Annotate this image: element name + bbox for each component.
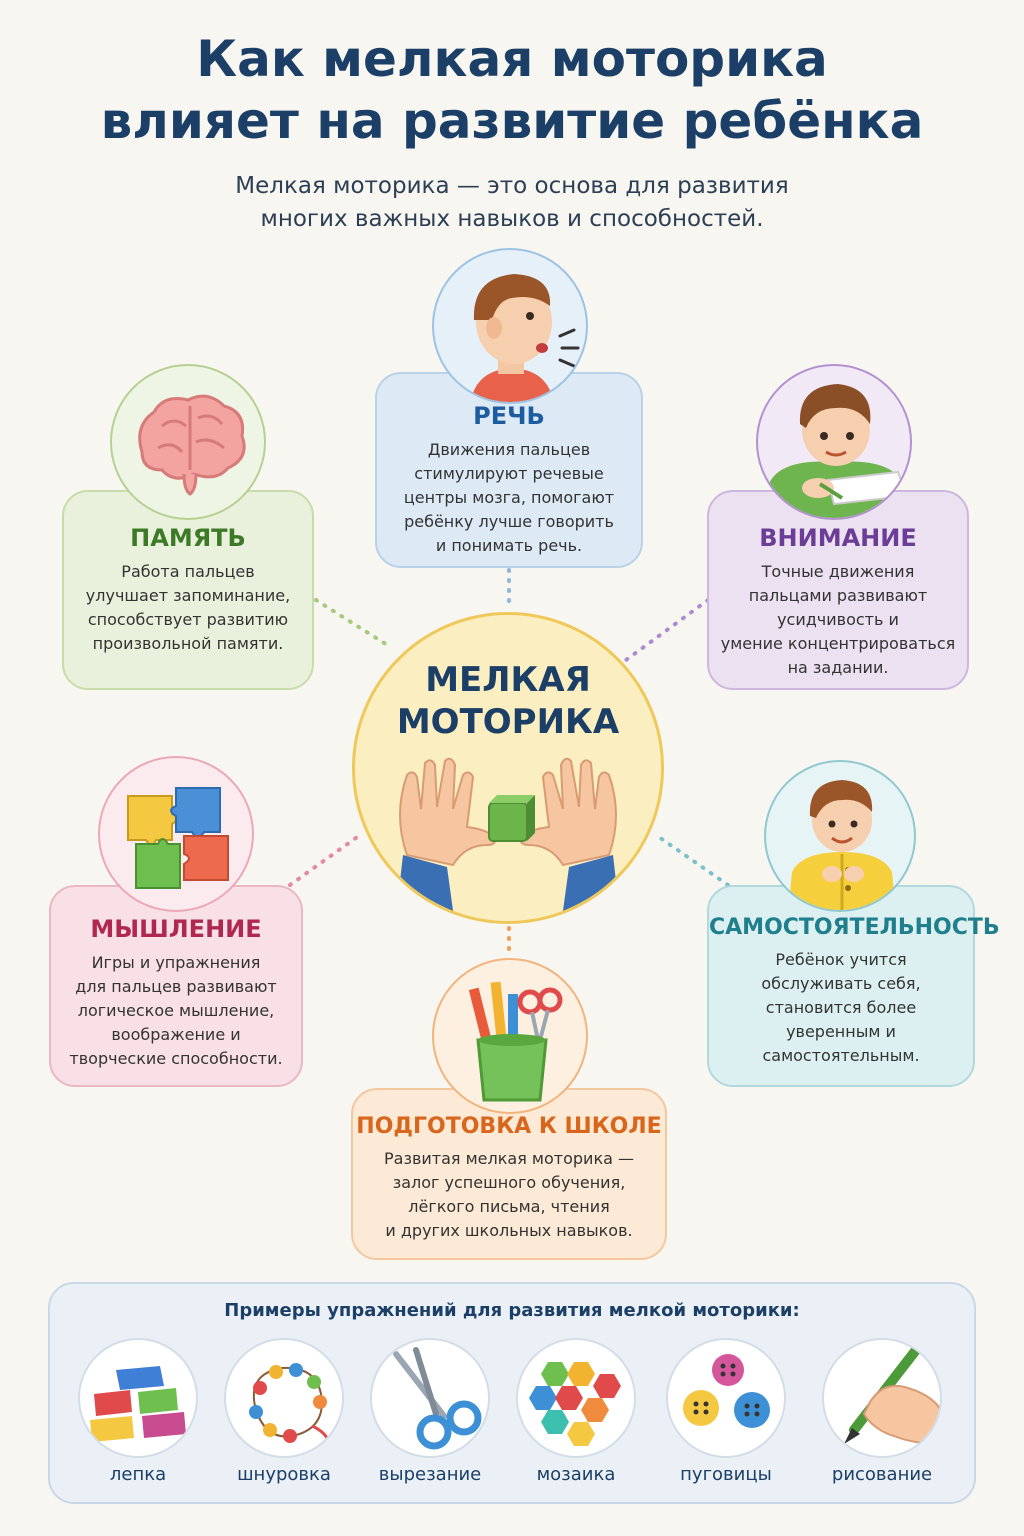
- connector-attention: [624, 598, 710, 662]
- exercise-label: шнуровка: [237, 1464, 331, 1485]
- subtitle-line-2: многих важных навыков и способностей.: [260, 206, 764, 232]
- card-speech: РЕЧЬ Движения пальцев стимулируют речевы…: [375, 372, 643, 568]
- card-thinking-title: МЫШЛЕНИЕ: [90, 915, 262, 943]
- card-attention-text: Точные движения пальцами развивают усидч…: [709, 560, 967, 680]
- text-line: залог успешного обучения,: [392, 1173, 626, 1192]
- card-attention: ВНИМАНИЕ Точные движения пальцами развив…: [707, 490, 969, 690]
- puzzle-icon: [127, 787, 229, 889]
- text-line: становится более: [765, 998, 917, 1017]
- text-line: Развитая мелкая моторика —: [383, 1149, 635, 1168]
- text-line: лёгкого письма, чтения: [408, 1197, 610, 1216]
- buttoning-boy-icon: [788, 780, 896, 910]
- card-memory-title: ПАМЯТЬ: [130, 524, 246, 552]
- card-school-text: Развитая мелкая моторика — залог успешно…: [353, 1147, 665, 1243]
- card-independence-title: САМОСТОЯТЕЛЬНОСТЬ: [709, 915, 1000, 940]
- title-line-2: влияет на развитие ребёнка: [100, 92, 924, 150]
- scissors-icon: [393, 1347, 482, 1450]
- text-line: и понимать речь.: [435, 536, 583, 555]
- exercise-drawing-image: [822, 1338, 942, 1458]
- card-speech-title: РЕЧЬ: [473, 402, 545, 430]
- card-thinking-text: Игры и упражнения для пальцев развивают …: [51, 951, 301, 1071]
- beads-icon: [249, 1363, 332, 1445]
- text-line: логическое мышление,: [77, 1001, 275, 1020]
- text-line: и других школьных навыков.: [385, 1221, 633, 1240]
- text-line: обслуживать себя,: [761, 974, 921, 993]
- pencil-cup-icon: [468, 981, 563, 1102]
- text-line: на задании.: [787, 658, 889, 677]
- exercise-mosaic-image: [516, 1338, 636, 1458]
- text-line: творческие способности.: [69, 1049, 283, 1068]
- center-fine-motor: МЕЛКАЯ МОТОРИКА: [352, 612, 664, 924]
- brain-icon: [138, 394, 246, 496]
- text-line: центры мозга, помогают: [403, 488, 615, 507]
- text-line: стимулируют речевые: [414, 464, 604, 483]
- exercise-label: вырезание: [378, 1464, 482, 1485]
- puzzle-illustration: [98, 756, 254, 912]
- exercises-panel: Примеры упражнений для развития мелкой м…: [48, 1282, 976, 1504]
- exercise-lacing-image: [224, 1338, 344, 1458]
- text-line: ребёнку лучше говорить: [404, 512, 614, 531]
- connector-thinking: [288, 833, 362, 887]
- speaking-boy-illustration: [432, 248, 588, 404]
- text-line: самостоятельным.: [762, 1046, 920, 1065]
- text-line: усидчивость и: [777, 610, 899, 629]
- exercise-label: мозаика: [536, 1464, 616, 1485]
- hands-with-cube-icon: [395, 757, 621, 921]
- card-school: ПОДГОТОВКА К ШКОЛЕ Развитая мелкая мотор…: [351, 1088, 667, 1260]
- exercise-label: лепка: [109, 1464, 167, 1485]
- center-title: МЕЛКАЯ МОТОРИКА: [355, 659, 661, 743]
- card-attention-title: ВНИМАНИЕ: [759, 524, 917, 552]
- card-memory: ПАМЯТЬ Работа пальцев улучшает запоминан…: [62, 490, 314, 690]
- text-line: умение концентрироваться: [720, 634, 956, 653]
- card-independence: САМОСТОЯТЕЛЬНОСТЬ Ребёнок учится обслужи…: [707, 885, 1000, 1087]
- buttoning-boy-illustration: [764, 760, 916, 912]
- hand-pencil-icon: [844, 1345, 940, 1445]
- card-memory-text: Работа пальцев улучшает запоминание, спо…: [64, 560, 312, 656]
- title-line-1: Как мелкая моторика: [196, 30, 828, 88]
- exercise-buttons-image: [666, 1338, 786, 1458]
- subtitle-line-1: Мелкая моторика — это основа для развити…: [235, 173, 789, 199]
- card-speech-text: Движения пальцев стимулируют речевые цен…: [377, 438, 641, 558]
- text-line: улучшает запоминание,: [85, 586, 291, 605]
- exercise-cutting-image: [370, 1338, 490, 1458]
- center-title-line-2: МОТОРИКА: [396, 702, 620, 742]
- exercise-label: рисование: [831, 1464, 933, 1485]
- text-line: способствует развитию: [87, 610, 289, 629]
- page-title: Как мелкая моторика влияет на развитие р…: [0, 28, 1024, 152]
- text-line: Ребёнок учится: [775, 950, 907, 969]
- card-thinking: МЫШЛЕНИЕ Игры и упражнения для пальцев р…: [49, 885, 303, 1087]
- text-line: произвольной памяти.: [92, 634, 284, 653]
- text-line: Движения пальцев: [427, 440, 591, 459]
- exercise-modeling-image: [78, 1338, 198, 1458]
- connector-memory: [314, 598, 394, 650]
- drawing-boy-illustration: [756, 364, 912, 520]
- hexagon-mosaic-icon: [529, 1362, 621, 1446]
- text-line: для пальцев развивают: [75, 977, 277, 996]
- exercise-label: пуговицы: [680, 1464, 772, 1485]
- text-line: Работа пальцев: [121, 562, 255, 581]
- clay-blocks-icon: [90, 1366, 186, 1442]
- drawing-boy-icon: [768, 384, 908, 518]
- pencil-cup-illustration: [432, 958, 588, 1114]
- text-line: воображение и: [111, 1025, 241, 1044]
- exercises-title: Примеры упражнений для развития мелкой м…: [224, 1300, 800, 1321]
- connector-independence: [654, 833, 730, 887]
- text-line: уверенным и: [786, 1022, 896, 1041]
- brain-illustration: [110, 364, 266, 520]
- card-school-title: ПОДГОТОВКА К ШКОЛЕ: [356, 1114, 662, 1139]
- text-line: Игры и упражнения: [91, 953, 261, 972]
- buttons-icon: [683, 1354, 770, 1428]
- text-line: Точные движения: [761, 562, 915, 581]
- text-line: пальцами развивают: [748, 586, 928, 605]
- card-independence-text: Ребёнок учится обслуживать себя, станови…: [709, 948, 973, 1068]
- speaking-boy-icon: [470, 274, 580, 402]
- center-title-line-1: МЕЛКАЯ: [425, 660, 591, 700]
- page-subtitle: Мелкая моторика — это основа для развити…: [0, 170, 1024, 236]
